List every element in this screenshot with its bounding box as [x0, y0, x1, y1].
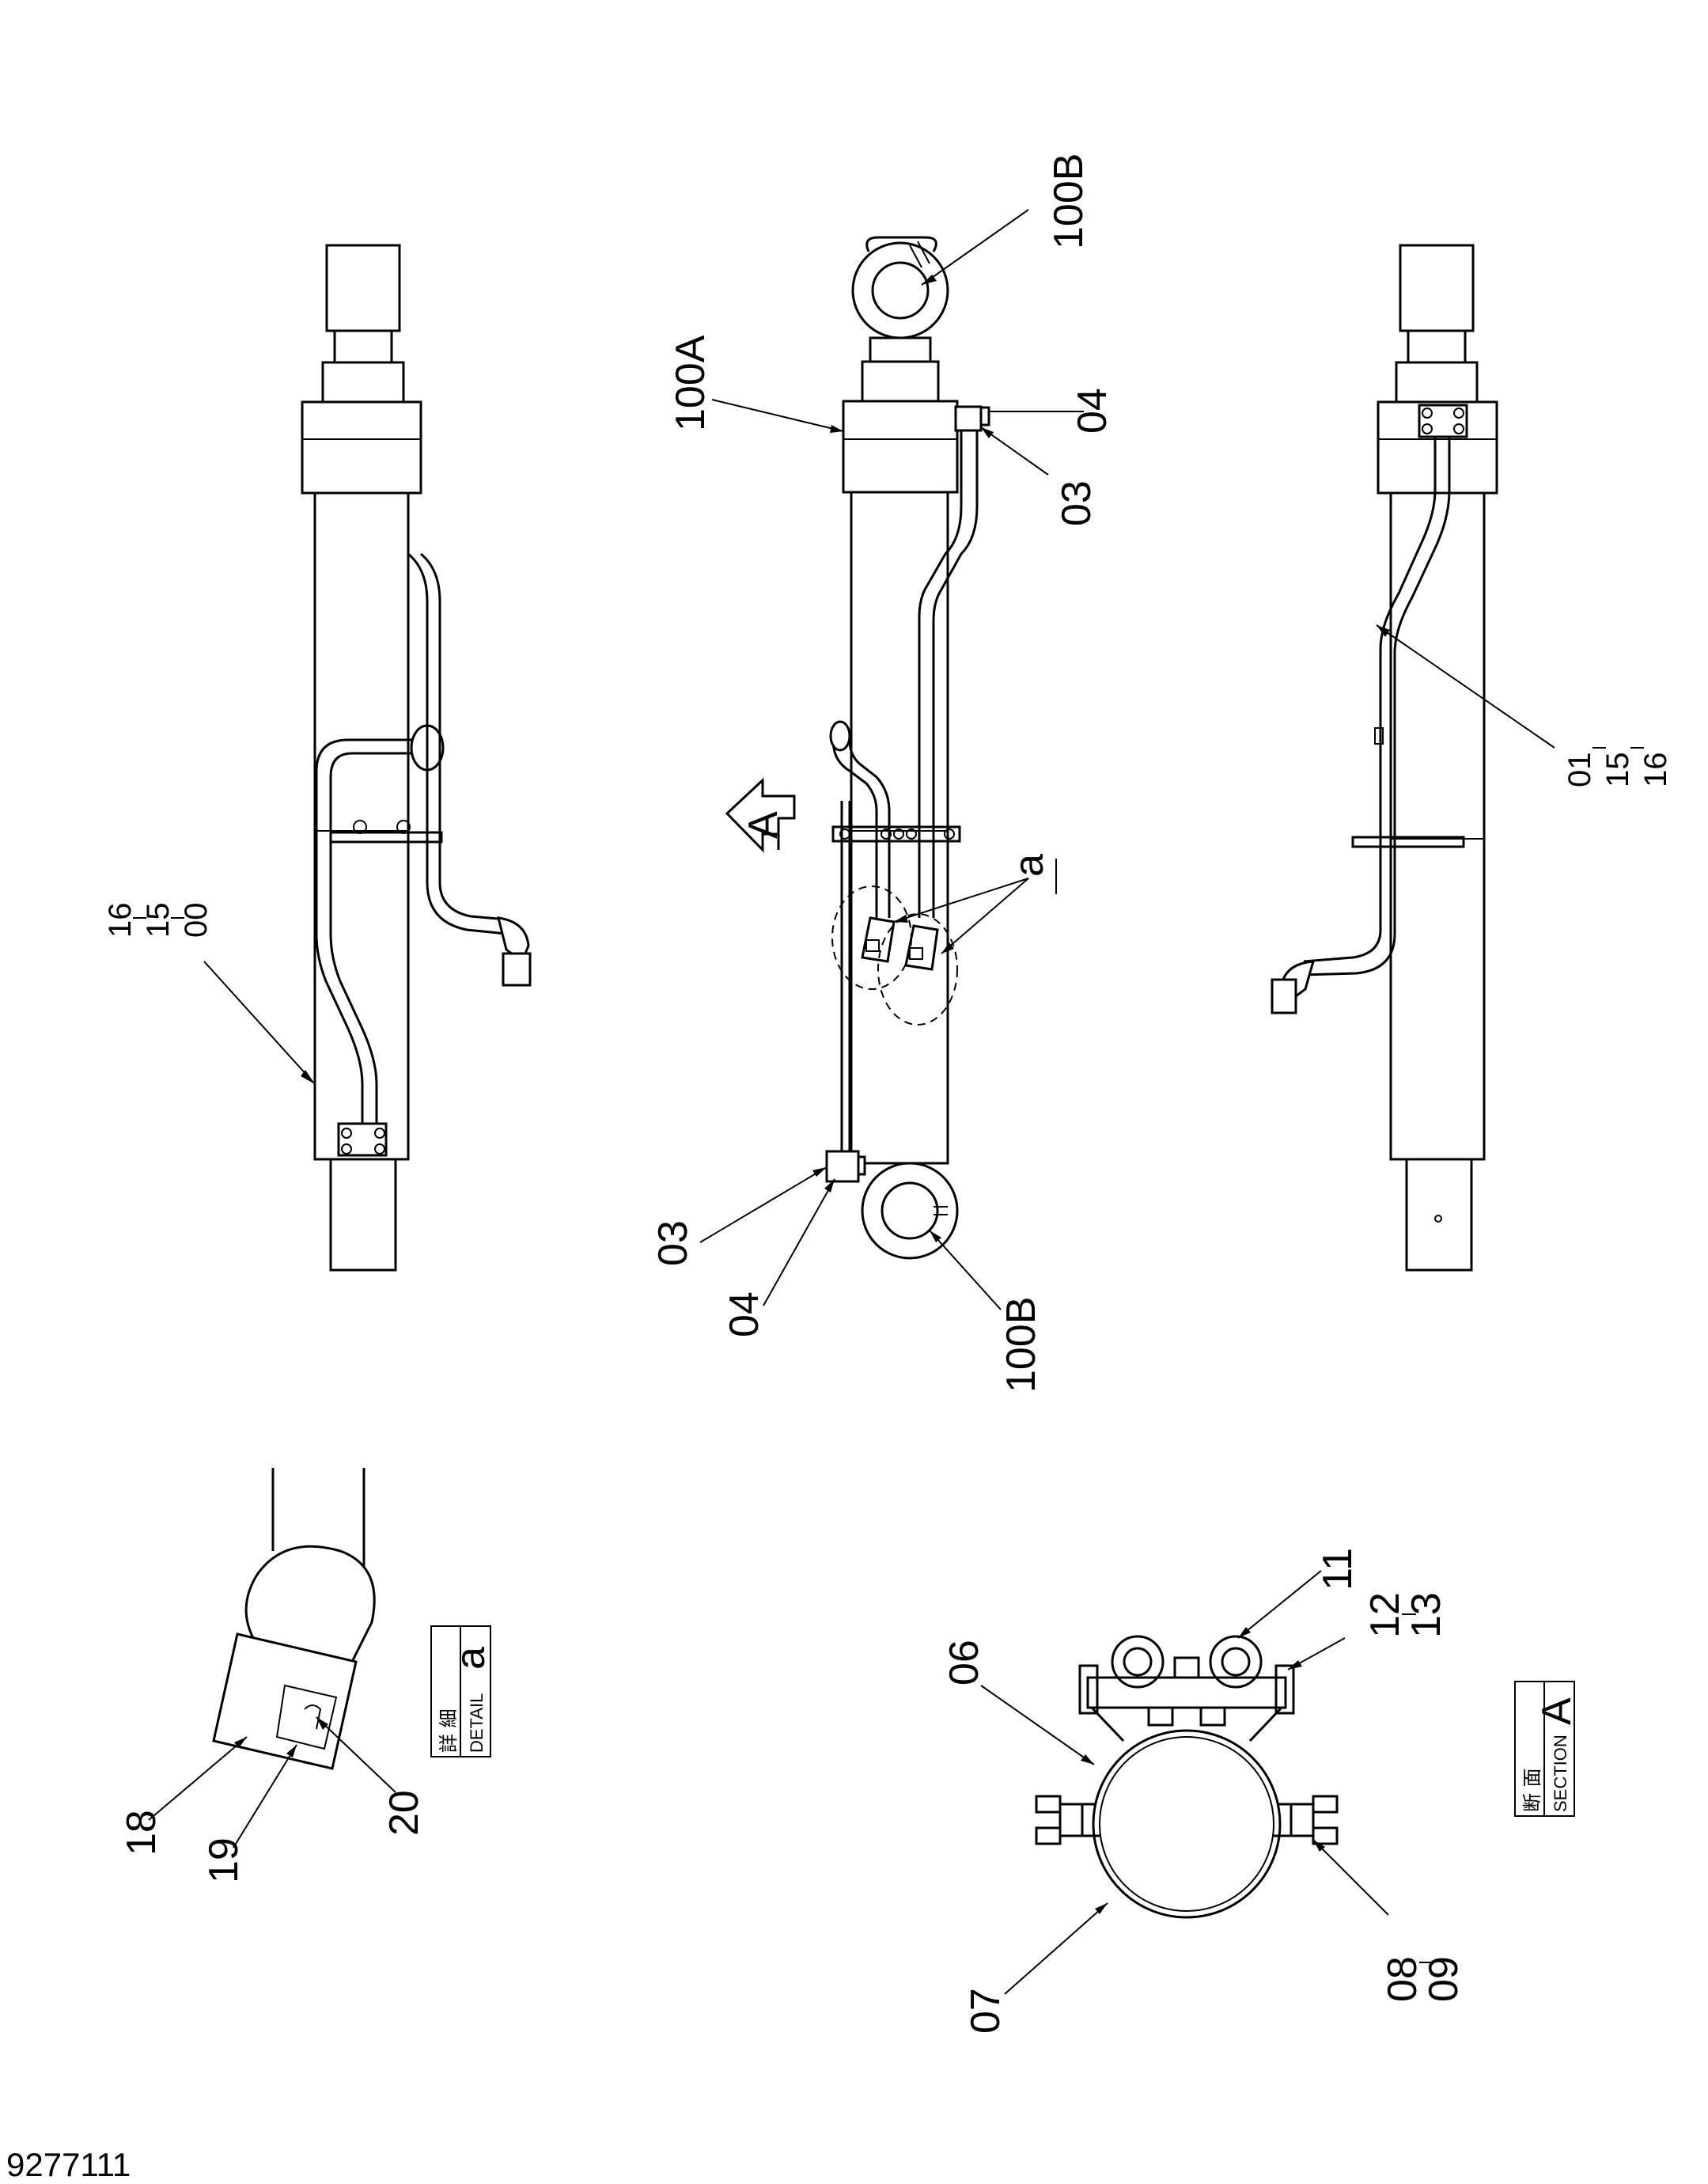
detail-label-20: 20: [381, 1790, 427, 1836]
drawing-number: 9277111: [6, 2146, 131, 2183]
section-a-leaders: 11 12 13 06 07 08 09: [941, 1548, 1467, 2034]
section-label-08: 08: [1380, 1956, 1426, 2002]
label-03-top: 03: [1054, 480, 1100, 526]
detail-title-ja: 詳 細: [437, 1708, 460, 1753]
detail-title-letter: a: [448, 1647, 494, 1670]
section-label-11: 11: [1315, 1548, 1361, 1591]
detail-label-19: 19: [201, 1837, 247, 1883]
right-label-16: 16: [1638, 753, 1673, 788]
left-leader-labels: 16 15 00: [103, 903, 316, 1085]
center-cylinder-view: [825, 236, 990, 1260]
section-label-07: 07: [963, 1988, 1009, 2034]
left-cylinder-view: [301, 244, 532, 1272]
center-leader-labels: 100B 100A 04 03 03 04 100B a: [650, 154, 1115, 1393]
section-arrow-a: A: [725, 777, 796, 853]
detail-a-view: [212, 1468, 376, 1770]
section-a-title-box: 断 面 SECTION A: [1514, 1681, 1580, 1817]
detail-marker-a: a: [1006, 854, 1052, 877]
detail-a-title-box: 詳 細 DETAIL a: [430, 1625, 494, 1757]
section-arrow-letter: A: [740, 811, 786, 839]
section-title-en: SECTION: [1551, 1735, 1570, 1812]
right-label-01: 01: [1562, 753, 1597, 788]
detail-a-leaders: 18 19 20: [119, 1716, 427, 1883]
left-label-00: 00: [179, 903, 214, 938]
right-label-15: 15: [1600, 753, 1635, 788]
label-04-bottom: 04: [721, 1291, 767, 1337]
section-label-09: 09: [1421, 1956, 1467, 2002]
right-leader-labels: 01 15 16: [1376, 624, 1673, 788]
right-cylinder-view: [1271, 244, 1498, 1272]
section-a-view: [1035, 1635, 1339, 1919]
label-100b-bottom: 100B: [998, 1297, 1044, 1393]
label-03-bottom: 03: [650, 1220, 696, 1266]
section-title-letter: A: [1534, 1697, 1580, 1725]
detail-label-18: 18: [119, 1810, 165, 1856]
left-label-16: 16: [103, 903, 138, 938]
label-100b-top: 100B: [1046, 154, 1092, 249]
left-label-15: 15: [141, 903, 176, 938]
section-label-12: 12: [1362, 1592, 1408, 1638]
section-label-06: 06: [941, 1640, 987, 1685]
label-100a: 100A: [668, 335, 714, 431]
section-title-ja: 断 面: [1521, 1768, 1543, 1812]
label-04-top: 04: [1070, 388, 1115, 434]
section-label-13: 13: [1403, 1592, 1449, 1638]
detail-title-en: DETAIL: [467, 1693, 487, 1753]
